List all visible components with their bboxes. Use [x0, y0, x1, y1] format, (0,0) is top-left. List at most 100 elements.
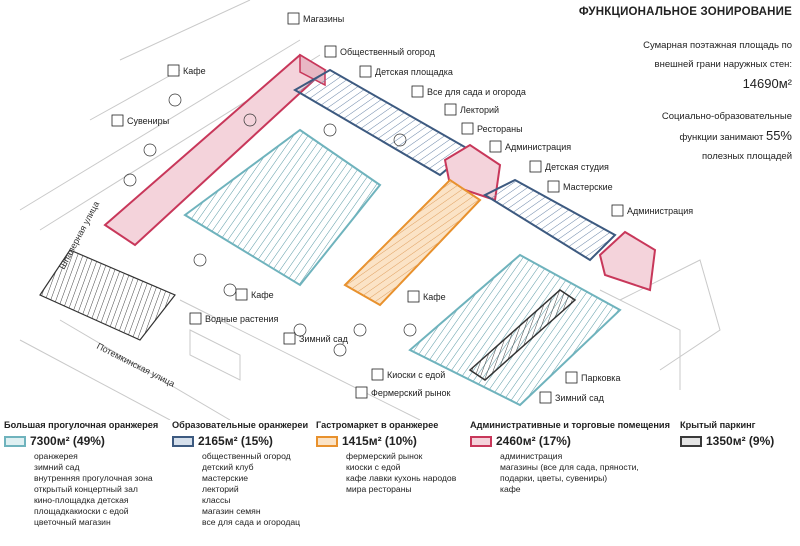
feature-label: Рестораны	[477, 124, 523, 134]
legend-area: 1350м² (9%)	[706, 434, 775, 448]
legend-item: зимний сад	[34, 462, 80, 472]
stats-line2: внешней грани наружных стен:	[654, 59, 792, 70]
legend-area: 1415м² (10%)	[342, 434, 417, 448]
feature-label: Водные растения	[205, 314, 279, 324]
legend-item: детский клуб	[202, 462, 254, 472]
legend-column: Гастромаркет в оранжерее 1415м² (10%) ферм…	[316, 420, 456, 495]
legend-item: киоски с едой	[346, 462, 401, 472]
workshop-icon	[547, 180, 560, 193]
feature-label: Лекторий	[460, 105, 499, 115]
trees	[123, 93, 417, 357]
lecture-icon	[444, 103, 457, 116]
legend-column: Образовательные оранжереи 2165м² (15%) общ…	[172, 420, 308, 528]
feature-label: Парковка	[581, 373, 620, 383]
souvenir-icon	[111, 114, 124, 127]
legend-heading: Крытый паркинг	[680, 420, 756, 430]
legend-heading: Большая прогулочная оранжерея	[4, 420, 159, 430]
market-icon	[355, 386, 368, 399]
legend-item: кафе лавки кухонь народов	[346, 473, 457, 483]
legend-heading: Гастромаркет в оранжерее	[316, 420, 439, 430]
legend-item: кафе	[500, 484, 521, 494]
parking-icon	[565, 371, 578, 384]
feature-label: Магазины	[303, 14, 344, 24]
legend-row: 2165м² (15%)	[172, 434, 308, 448]
legend-item: общественный огород	[202, 451, 291, 461]
feature-label: Администрация	[627, 206, 693, 216]
legend-item: подарки, цветы, сувениры)	[500, 473, 608, 483]
legend-item: все для сада и огородац	[202, 517, 301, 527]
legend-item: площадкакиоски с едой	[34, 506, 129, 516]
legend-item: оранжерея	[34, 451, 78, 461]
legend-item: мира рестораны	[346, 484, 412, 494]
feature-label: Детская площадка	[375, 67, 453, 77]
feature-label: Фермерский рынок	[371, 388, 450, 398]
feature-label: Сувениры	[127, 116, 169, 126]
feature-label: Кафе	[183, 66, 206, 76]
shovel-icon	[411, 85, 424, 98]
feature-label: Все для сада и огорода	[427, 87, 526, 97]
admin-icon	[489, 140, 502, 153]
legend-row: 1415м² (10%)	[316, 434, 456, 448]
legend-swatch	[470, 435, 492, 447]
water-plants-icon	[189, 312, 202, 325]
legend-area: 7300м² (49%)	[30, 434, 105, 448]
legend-heading: Административные и торговые помещения	[470, 420, 670, 430]
winter-garden-icon	[539, 391, 552, 404]
legend-item: лекторий	[202, 484, 239, 494]
stats-total: 14690м²	[742, 76, 792, 91]
big-greenhouse-left	[183, 128, 382, 287]
street-potemkinskaya: Потемкинская улица	[95, 341, 176, 389]
feature-label: Зимний сад	[555, 393, 605, 403]
legend-item: магазины (все для сада, пряности,	[500, 462, 639, 472]
context-lines	[19, 0, 721, 420]
legend-row: 1350м² (9%)	[680, 434, 774, 448]
playground-icon	[359, 65, 372, 78]
cafe-icon	[235, 288, 248, 301]
kids-studio-icon	[529, 160, 542, 173]
site-plan: Шпалерная улица Потемкинская улица Магаз…	[19, 0, 721, 420]
legend-area: 2460м² (17%)	[496, 434, 571, 448]
legend-column: Большая прогулочная оранжерея 7300м² (49%…	[4, 420, 158, 528]
legend-swatch	[680, 435, 702, 447]
stats-percent: 55%	[765, 128, 792, 143]
restaurant-icon	[461, 122, 474, 135]
winter-garden-icon	[283, 332, 296, 345]
kiosk-icon	[371, 368, 384, 381]
parking-dome	[39, 249, 176, 341]
shop-icon	[287, 12, 300, 25]
education-greenhouse-right	[482, 178, 617, 262]
legend-area: 2165м² (15%)	[198, 434, 273, 448]
legend-item: внутренняя прогулочная зона	[34, 473, 153, 483]
feature-label: Общественный огород	[340, 47, 436, 57]
stats-line3: Социально-образовательные	[661, 111, 792, 122]
feature-label: Мастерские	[563, 182, 613, 192]
legend-swatch	[4, 435, 26, 447]
legend-item: классы	[202, 495, 231, 505]
parking-strip	[468, 289, 577, 381]
cafe-icon	[407, 290, 420, 303]
stats-panel: Сумарная поэтажная площадь по внешней гр…	[600, 36, 792, 166]
stats-line1: Сумарная поэтажная площадь по	[643, 40, 792, 51]
legend-column: Административные и торговые помещения 246…	[470, 420, 670, 495]
legend-column: Крытый паркинг 1350м² (9%)	[680, 420, 774, 451]
legend-item: открытый концертный зал	[34, 484, 138, 494]
garden-icon	[324, 45, 337, 58]
legend-item: фермерский рынок	[346, 451, 423, 461]
admin-block-right	[598, 230, 657, 292]
legend-item: мастерские	[202, 473, 249, 483]
feature-label: Кафе	[251, 290, 274, 300]
legend-row: 2460м² (17%)	[470, 434, 670, 448]
legend-row: 7300м² (49%)	[4, 434, 158, 448]
feature-label: Кафе	[423, 292, 446, 302]
legend-heading: Образовательные оранжереи	[172, 420, 309, 430]
legend-item: кино-площадка детская	[34, 495, 129, 505]
legend-item: цветочный магазин	[34, 517, 111, 527]
stats-line5: полезных площадей	[702, 151, 792, 162]
legend-item: магазин семян	[202, 506, 261, 516]
